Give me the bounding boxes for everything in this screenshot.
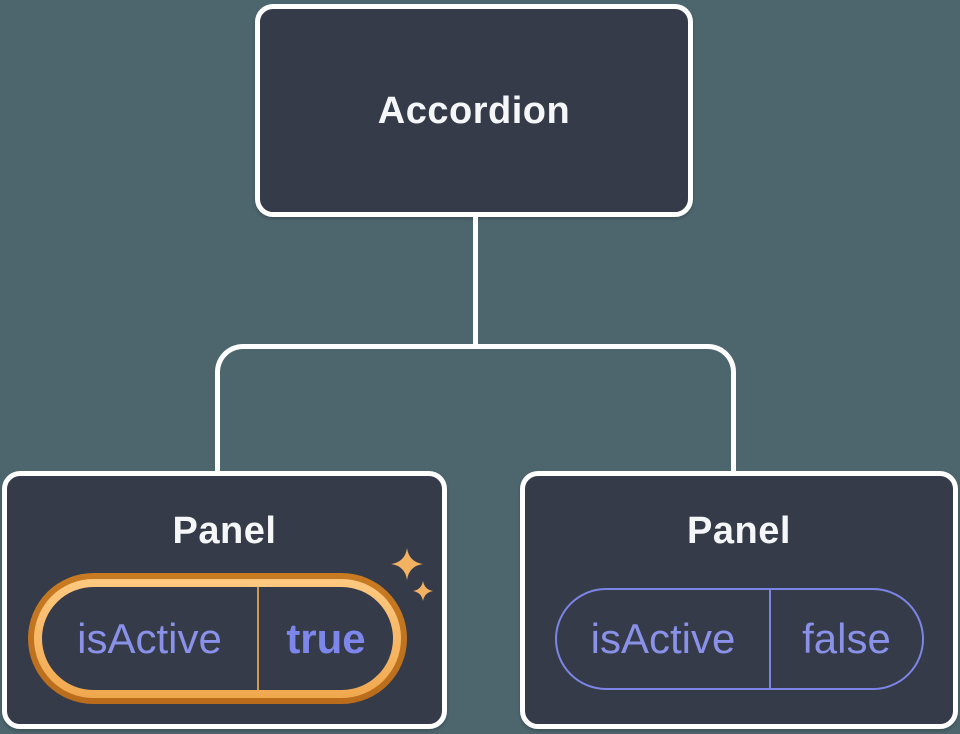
panel-label: Panel bbox=[687, 510, 791, 552]
prop-name-cell: isActive bbox=[42, 587, 257, 690]
accordion-label: Accordion bbox=[377, 89, 571, 132]
prop-pill-active: isActive true bbox=[42, 587, 393, 690]
connector-stem bbox=[473, 215, 478, 345]
prop-value-label: false bbox=[802, 615, 891, 662]
accordion-node: Accordion bbox=[255, 4, 693, 217]
prop-value-cell: true bbox=[259, 587, 393, 690]
highlight-ring-inner: isActive true bbox=[34, 579, 401, 698]
pill-divider bbox=[769, 590, 771, 688]
panel-label: Panel bbox=[172, 510, 277, 552]
panel-node-inactive: Panel isActive false bbox=[520, 471, 958, 729]
prop-name-label: isActive bbox=[590, 615, 736, 662]
prop-name-cell: isActive bbox=[557, 590, 769, 688]
prop-name-label: isActive bbox=[77, 614, 222, 662]
connector-bracket bbox=[215, 344, 736, 471]
pill-divider bbox=[257, 587, 259, 690]
highlight-ring: isActive true bbox=[28, 573, 407, 704]
panel-node-active: Panel isActive true bbox=[2, 471, 447, 729]
prop-value-label: true bbox=[286, 614, 366, 662]
prop-value-cell: false bbox=[771, 590, 922, 688]
sparkles-icon bbox=[391, 548, 433, 601]
prop-pill-inactive: isActive false bbox=[555, 588, 924, 690]
